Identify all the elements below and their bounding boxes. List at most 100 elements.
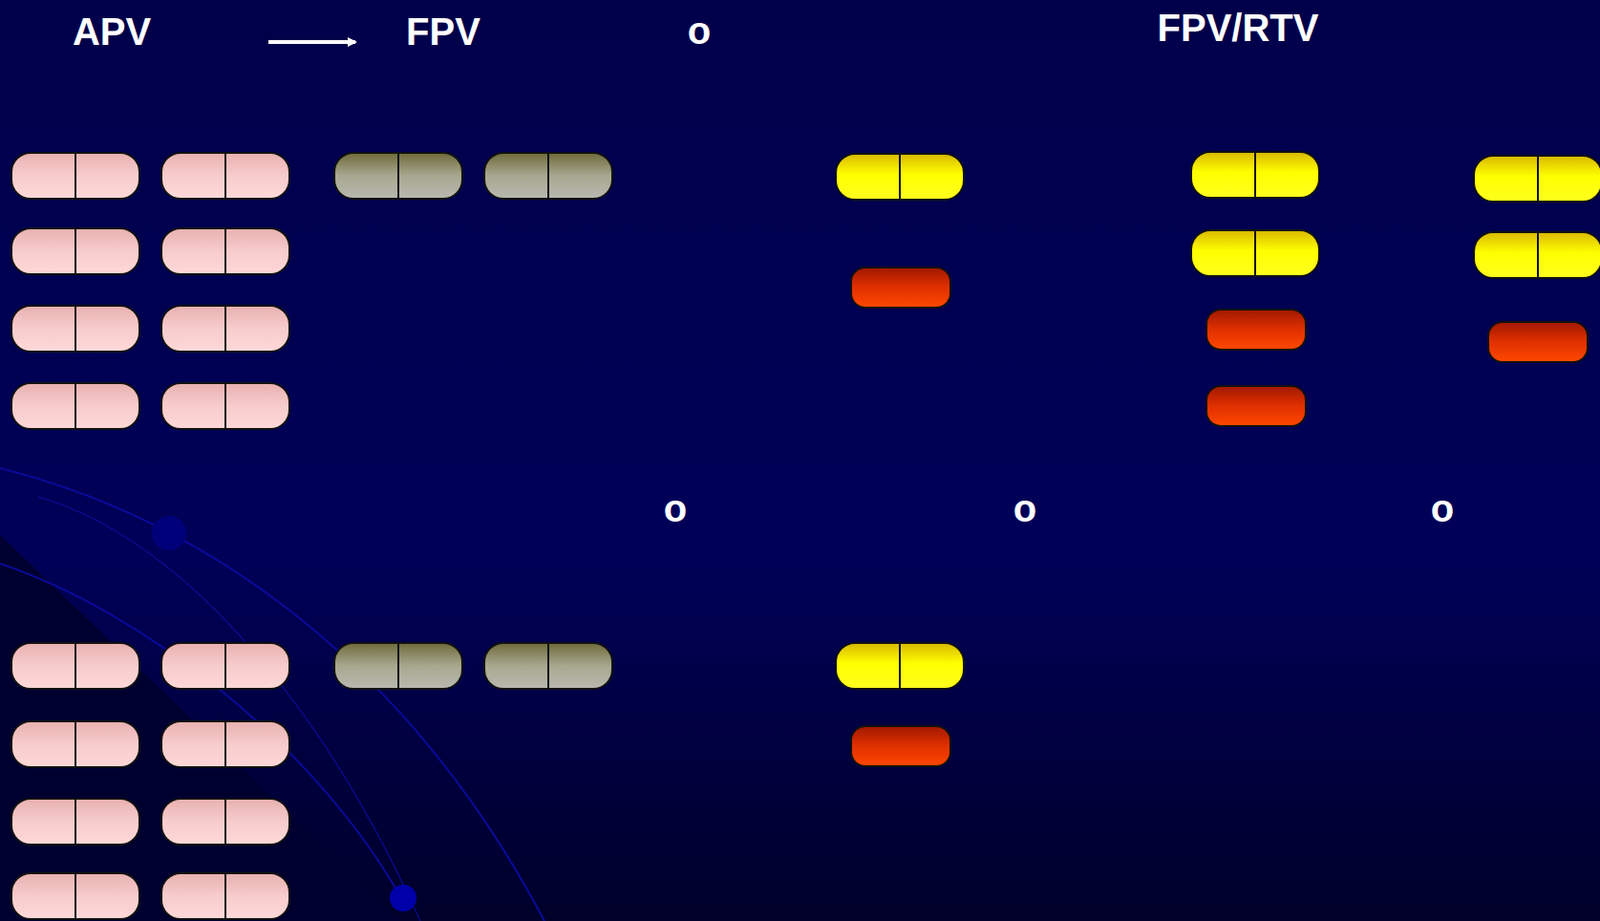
tablet	[851, 267, 951, 308]
capsule	[11, 798, 140, 845]
capsule-seam	[547, 152, 550, 199]
capsule-seam	[224, 228, 227, 275]
capsule-seam	[74, 873, 77, 919]
capsule-seam	[224, 873, 227, 919]
capsule	[161, 721, 290, 768]
pill-body	[1191, 151, 1320, 198]
pill-body	[161, 721, 290, 768]
pill-body	[11, 642, 140, 689]
deco-curve	[0, 468, 545, 921]
capsule-seam	[397, 642, 400, 689]
pill-body	[161, 642, 290, 689]
capsule-seam	[224, 305, 227, 352]
capsule	[11, 383, 140, 429]
capsule	[161, 152, 290, 199]
pill-body	[11, 228, 140, 275]
capsule	[484, 642, 613, 689]
capsule-seam	[74, 152, 77, 199]
capsule-seam	[1254, 230, 1257, 277]
pill-body	[161, 873, 290, 919]
circle-mark: o	[1013, 489, 1037, 528]
pill-body	[1191, 230, 1320, 277]
capsule-seam	[74, 228, 77, 275]
pill-body	[161, 305, 290, 352]
capsule-seam	[74, 721, 77, 768]
capsule-seam	[547, 642, 550, 689]
capsule-seam	[898, 642, 901, 689]
capsule	[1191, 151, 1320, 198]
capsule-seam	[397, 152, 400, 199]
capsule	[1191, 230, 1320, 277]
circle-mark: o	[687, 11, 711, 50]
capsule	[1473, 155, 1600, 202]
pill-body	[11, 873, 140, 919]
corner-shade	[0, 534, 402, 921]
capsule	[161, 798, 290, 845]
capsule-seam	[898, 153, 901, 200]
capsule-seam	[74, 642, 77, 689]
pill-body	[1206, 385, 1306, 427]
circle-mark: o	[663, 489, 687, 528]
tablet	[1488, 321, 1588, 363]
tablet	[1206, 385, 1306, 427]
capsule	[1473, 232, 1600, 278]
deco-curve	[38, 496, 421, 921]
pill-body	[161, 152, 290, 199]
tablet	[1206, 309, 1306, 350]
pill-body	[484, 152, 613, 199]
capsule	[11, 152, 140, 199]
pill-body	[1473, 232, 1600, 278]
capsule-seam	[224, 798, 227, 845]
drug-label: FPV/RTV	[1157, 8, 1320, 47]
deco-curve	[0, 563, 402, 898]
pill-body	[851, 267, 951, 308]
pill-body	[161, 228, 290, 275]
pill-body	[161, 798, 290, 845]
capsule	[11, 642, 140, 689]
capsule	[11, 305, 140, 352]
capsule	[835, 642, 964, 689]
capsule-seam	[224, 721, 227, 768]
pill-body	[1473, 155, 1600, 202]
drug-label: APV	[72, 12, 151, 51]
capsule-seam	[224, 152, 227, 199]
pill-body	[11, 305, 140, 352]
pill-body	[851, 725, 951, 767]
capsule	[11, 721, 140, 768]
pill-body	[11, 798, 140, 845]
capsule-seam	[1536, 155, 1539, 202]
pill-body	[161, 383, 290, 429]
capsule-seam	[74, 305, 77, 352]
pill-body	[484, 642, 613, 689]
pill-body	[1206, 309, 1306, 350]
capsule-seam	[224, 642, 227, 689]
pill-body	[334, 642, 463, 689]
capsule-seam	[224, 383, 227, 429]
tablet	[851, 725, 951, 767]
capsule	[161, 228, 290, 275]
capsule-seam	[74, 798, 77, 845]
capsule	[11, 228, 140, 275]
capsule-seam	[74, 383, 77, 429]
drug-label: FPV	[405, 12, 481, 51]
capsule	[161, 383, 290, 429]
capsule	[11, 873, 140, 919]
pill-body	[11, 152, 140, 199]
deco-dot	[389, 884, 417, 912]
capsule	[835, 153, 964, 200]
capsule	[161, 642, 290, 689]
pill-body	[11, 383, 140, 429]
capsule-seam	[1254, 151, 1257, 198]
pill-body	[835, 642, 964, 689]
capsule	[484, 152, 613, 199]
capsule	[334, 152, 463, 199]
circle-mark: o	[1430, 489, 1454, 528]
pill-body	[334, 152, 463, 199]
capsule-seam	[1536, 232, 1539, 278]
pill-body	[1488, 321, 1588, 363]
capsule	[161, 305, 290, 352]
pill-body	[11, 721, 140, 768]
